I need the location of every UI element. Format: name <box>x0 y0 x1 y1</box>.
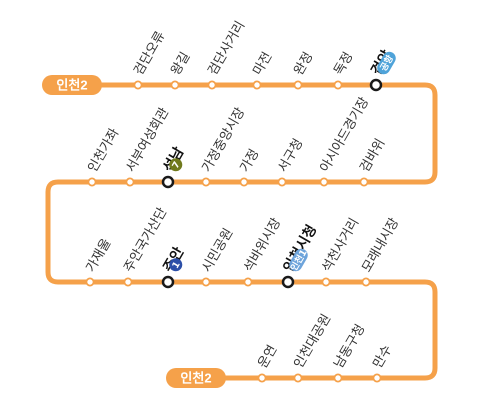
station-name: 석천사거리 <box>319 215 362 274</box>
station-name: 왕길 <box>168 49 193 77</box>
station-0-2[interactable]: 검단사거리 <box>205 18 248 90</box>
station-name: 서구청 <box>275 136 306 175</box>
station-2-7[interactable]: 모래내시장 <box>359 215 402 287</box>
transfer-badge-shape <box>289 248 308 272</box>
transfer-badge-label: 7 <box>171 160 183 170</box>
transfer-badge: 7 <box>169 158 183 172</box>
station-marker <box>125 177 135 187</box>
station-marker <box>359 177 369 187</box>
station-marker <box>293 373 303 383</box>
track-path <box>45 82 438 381</box>
station-marker <box>257 373 267 383</box>
station-name: 완정 <box>291 49 316 77</box>
station-name: 운연 <box>255 342 280 370</box>
station-marker <box>207 80 217 90</box>
station-marker <box>170 80 180 90</box>
terminus-layer: 인천2 인천2 <box>42 75 226 388</box>
station-1-1[interactable]: 서부여성회관 <box>123 105 172 187</box>
terminus-top[interactable]: 인천2 <box>42 75 102 95</box>
station-marker <box>321 277 331 287</box>
transfer-badge: 1 <box>169 258 183 272</box>
station-2-6[interactable]: 석천사거리 <box>319 215 362 287</box>
station-marker <box>333 80 343 90</box>
station-1-5[interactable]: 서구청 <box>275 136 306 187</box>
station-marker <box>252 80 262 90</box>
station-0-0[interactable]: 검단오류 <box>131 29 168 90</box>
station-marker <box>319 177 329 187</box>
station-name: 시민공원 <box>199 226 236 275</box>
terminus-top-badge <box>42 75 102 95</box>
station-1-7[interactable]: 검바위 <box>357 136 388 187</box>
station-marker <box>201 277 211 287</box>
terminus-top-label: 인천2 <box>56 78 87 93</box>
station-marker <box>243 277 253 287</box>
station-2-4[interactable]: 석바위시장 <box>241 215 284 287</box>
station-1-0[interactable]: 인천가좌 <box>85 126 122 187</box>
station-name: 가정 <box>237 146 262 174</box>
station-name: 모래내시장 <box>359 215 402 274</box>
transfer-badge-shape <box>169 158 183 172</box>
transfer-badge-label: 1 <box>171 260 183 270</box>
station-3-1[interactable]: 인천대공원 <box>291 311 334 383</box>
station-name: 인천대공원 <box>291 311 334 370</box>
station-marker <box>133 80 143 90</box>
station-name: 검바위 <box>357 136 388 175</box>
transfer-station-marker <box>161 275 175 289</box>
transfer-station-marker <box>161 175 175 189</box>
station-2-1[interactable]: 주안국가산단 <box>121 205 170 287</box>
station-name: 검단사거리 <box>205 18 248 77</box>
track-layer <box>45 82 438 381</box>
terminus-bottom-badge <box>166 368 226 388</box>
station-name: 석바위시장 <box>241 215 284 274</box>
station-0-6[interactable]: 검암공항 <box>368 47 398 92</box>
station-1-3[interactable]: 가정중앙시장 <box>199 105 248 187</box>
station-2-0[interactable]: 가재울 <box>83 236 114 287</box>
station-name: 독정 <box>331 49 356 77</box>
station-marker <box>361 277 371 287</box>
terminus-bottom-label: 인천2 <box>180 371 211 386</box>
station-marker <box>277 177 287 187</box>
station-marker <box>123 277 133 287</box>
station-name: 인천가좌 <box>85 126 122 175</box>
station-name: 만수 <box>370 342 395 370</box>
station-name: 마전 <box>250 49 275 77</box>
transfer-station-marker <box>281 275 295 289</box>
station-marker <box>201 177 211 187</box>
station-marker <box>333 373 343 383</box>
station-name: 검단오류 <box>131 29 168 78</box>
station-marker <box>372 373 382 383</box>
transfer-badge-shape <box>169 258 183 272</box>
station-marker <box>85 277 95 287</box>
terminus-bottom[interactable]: 인천2 <box>166 368 226 388</box>
station-name: 남동구청 <box>331 322 368 371</box>
station-marker <box>293 80 303 90</box>
station-3-2[interactable]: 남동구청 <box>331 322 368 383</box>
station-name: 가재울 <box>83 236 114 275</box>
station-layer: 검단오류왕길검단사거리마전완정독정검암공항인천가좌서부여성회관석남7가정중앙시장… <box>83 18 402 383</box>
station-2-3[interactable]: 시민공원 <box>199 226 236 287</box>
transfer-station-marker <box>369 78 383 92</box>
station-marker <box>239 177 249 187</box>
transfer-badge-shape <box>377 51 396 75</box>
station-marker <box>87 177 97 187</box>
